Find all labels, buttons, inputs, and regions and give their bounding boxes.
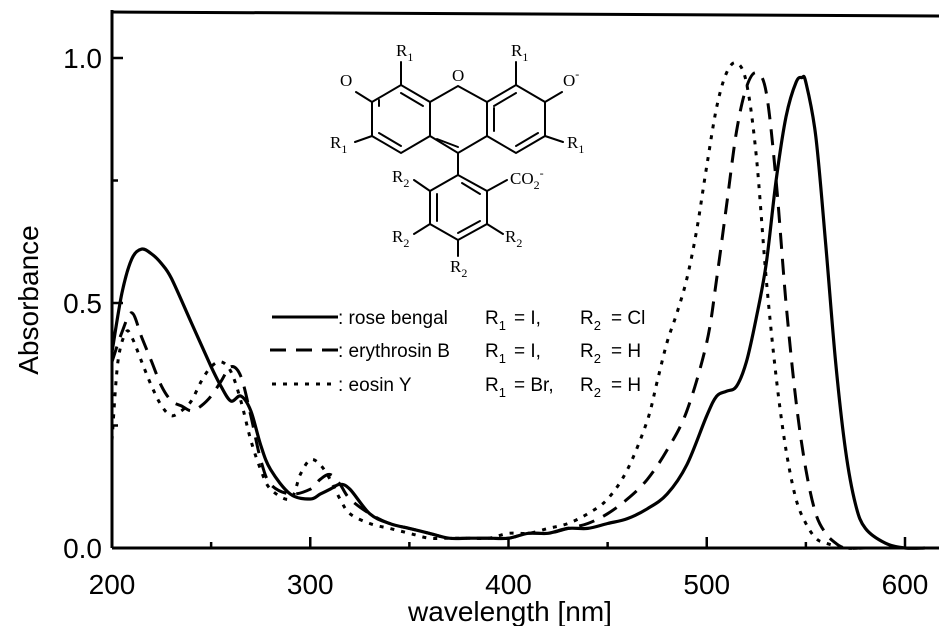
y-tick-label-1: 1.0 [63, 43, 102, 74]
bond-left-ring [371, 83, 431, 155]
carboxylate-label: CO2- [510, 166, 544, 192]
r2-label-lower-right: R2 [505, 227, 522, 250]
r1-label-top-left: R1 [396, 41, 413, 64]
x-tick-label-200: 200 [89, 569, 136, 600]
legend-r1-erythrosin-b: R1 [485, 341, 506, 366]
y-tick-label-0.5: 0.5 [63, 288, 102, 319]
x-tick-label-500: 500 [683, 569, 730, 600]
legend-r1-rose-bengal: R1 [485, 308, 506, 333]
legend-entry-eosin-y: : eosin Y R1 = Br, R2 = H [272, 375, 641, 400]
legend-label-rose-bengal: : rose bengal [338, 308, 448, 329]
y-tick-label-0: 0.0 [63, 533, 102, 564]
legend-r2-rose-bengal: R2 [580, 308, 601, 333]
bond-phenyl-ring [429, 173, 488, 242]
x-tick-label-300: 300 [287, 569, 334, 600]
r1-label-right: R1 [567, 133, 584, 156]
bond-substituents [354, 61, 564, 176]
legend-r1-value-rose-bengal: = I, [514, 308, 541, 329]
bond-left-ring-inner [378, 92, 424, 147]
legend-r2-erythrosin-b: R2 [580, 341, 601, 366]
bond-phenyl-substituents [413, 179, 508, 257]
chemical-structure: O O O- R1 R1 R1 R1 R2 R2 R2 R2 CO2- [330, 41, 584, 280]
series-line-erythrosin-b [110, 71, 905, 550]
bond-right-ring-inner [493, 92, 539, 147]
legend-r2-eosin-y: R2 [580, 375, 601, 400]
atom-ring-oxygen: O [452, 66, 464, 85]
legend-r2-value-eosin-y: = H [611, 375, 641, 396]
legend-r2-value-erythrosin-b: = H [611, 341, 641, 362]
legend: : rose bengal R1 = I, R2 = Cl : erythros… [270, 308, 645, 400]
r1-label-top-right: R1 [511, 41, 528, 64]
bond-central-ring [429, 84, 488, 155]
atom-keto-oxygen: O [340, 71, 352, 90]
bond-right-ring [486, 83, 546, 155]
bond-phenyl-inner [436, 182, 481, 234]
r2-label-bottom: R2 [450, 257, 467, 280]
y-axis-label: Absorbance [13, 225, 44, 374]
top-frame-line [111, 10, 939, 18]
axes [110, 10, 939, 550]
r2-label-upper-left: R2 [392, 167, 409, 190]
legend-label-eosin-y: : eosin Y [338, 375, 412, 396]
series-line-eosin-y [110, 61, 905, 550]
x-tick-label-600: 600 [882, 569, 929, 600]
legend-entry-rose-bengal: : rose bengal R1 = I, R2 = Cl [272, 308, 645, 333]
legend-r1-value-eosin-y: = Br, [514, 375, 554, 396]
r1-label-left: R1 [330, 133, 347, 156]
r2-label-lower-left: R2 [392, 227, 409, 250]
series [110, 61, 925, 550]
ticks: 200 300 400 500 600 0.0 0.5 1.0 [63, 43, 928, 600]
legend-r1-eosin-y: R1 [485, 375, 506, 400]
bond-central-inner [436, 138, 459, 148]
legend-r1-value-erythrosin-b: = I, [514, 341, 541, 362]
legend-label-erythrosin-b: : erythrosin B [338, 341, 450, 362]
atom-anion-oxygen: O- [563, 67, 579, 90]
x-tick-label-400: 400 [485, 569, 532, 600]
legend-entry-erythrosin-b: : erythrosin B R1 = I, R2 = H [270, 341, 641, 366]
legend-r2-value-rose-bengal: = Cl [611, 308, 645, 329]
x-axis-label: wavelength [nm] [407, 596, 612, 626]
